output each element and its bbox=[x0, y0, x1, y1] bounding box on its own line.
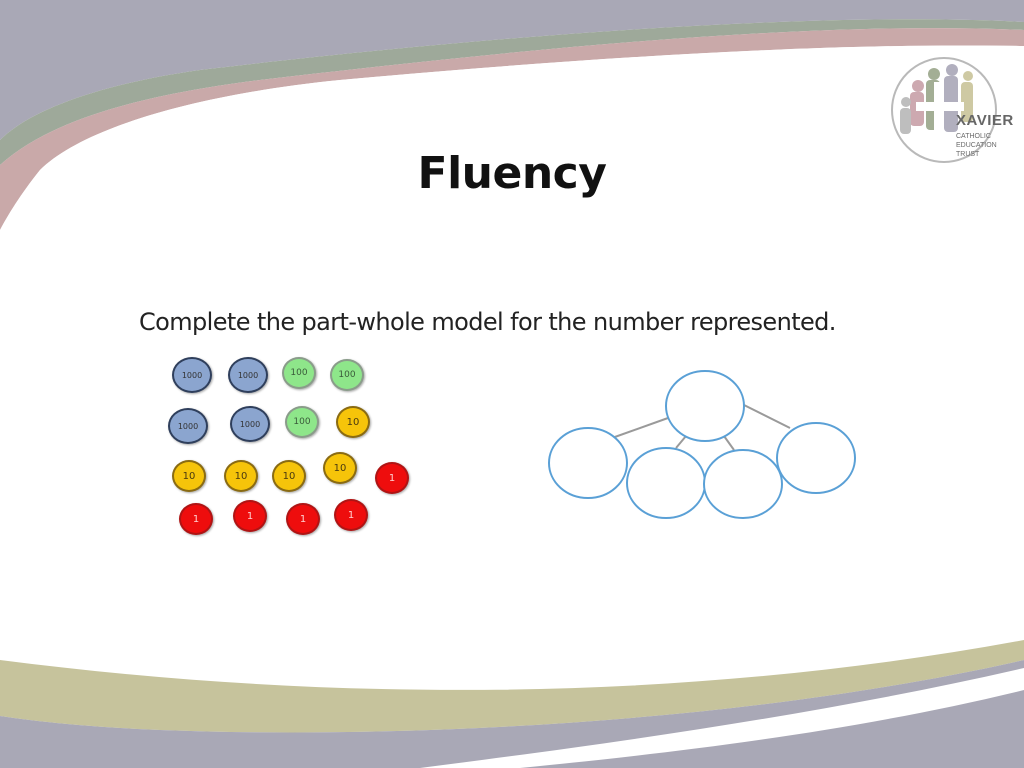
counter-1: 1 bbox=[179, 503, 213, 535]
counter-1: 1 bbox=[334, 499, 368, 531]
whole-circle bbox=[665, 370, 745, 442]
logo-emblem-icon bbox=[891, 57, 997, 163]
connector-line bbox=[741, 403, 791, 429]
top-band-green bbox=[0, 19, 1024, 166]
counter-1: 1 bbox=[233, 500, 267, 532]
counter-1000: 1000 bbox=[172, 357, 212, 393]
part-circle bbox=[548, 427, 628, 499]
counter-100: 100 bbox=[330, 359, 364, 391]
connector-line bbox=[675, 435, 687, 449]
bottom-band-olive bbox=[0, 640, 1024, 733]
counter-1000: 1000 bbox=[230, 406, 270, 442]
counter-1: 1 bbox=[286, 503, 320, 535]
instruction-text: Complete the part-whole model for the nu… bbox=[139, 308, 836, 336]
counter-10: 10 bbox=[336, 406, 370, 438]
counter-1: 1 bbox=[375, 462, 409, 494]
part-circle bbox=[626, 447, 706, 519]
logo-subtitle: CATHOLIC EDUCATION TRUST bbox=[956, 133, 997, 158]
part-circle bbox=[776, 422, 856, 494]
part-circle bbox=[703, 449, 783, 519]
connector-line bbox=[723, 435, 735, 451]
top-band-grey bbox=[0, 0, 1024, 140]
counter-10: 10 bbox=[224, 460, 258, 492]
connector-line bbox=[611, 417, 669, 439]
counter-10: 10 bbox=[272, 460, 306, 492]
counter-100: 100 bbox=[282, 357, 316, 389]
counter-10: 10 bbox=[323, 452, 357, 484]
xavier-logo: XAVIER CATHOLIC EDUCATION TRUST bbox=[890, 56, 1020, 168]
slide-title: Fluency bbox=[417, 148, 607, 199]
counter-10: 10 bbox=[172, 460, 206, 492]
bottom-band-grey bbox=[0, 660, 1024, 768]
counter-1000: 1000 bbox=[168, 408, 208, 444]
counter-1000: 1000 bbox=[228, 357, 268, 393]
logo-name: XAVIER bbox=[956, 112, 1014, 129]
counter-100: 100 bbox=[285, 406, 319, 438]
